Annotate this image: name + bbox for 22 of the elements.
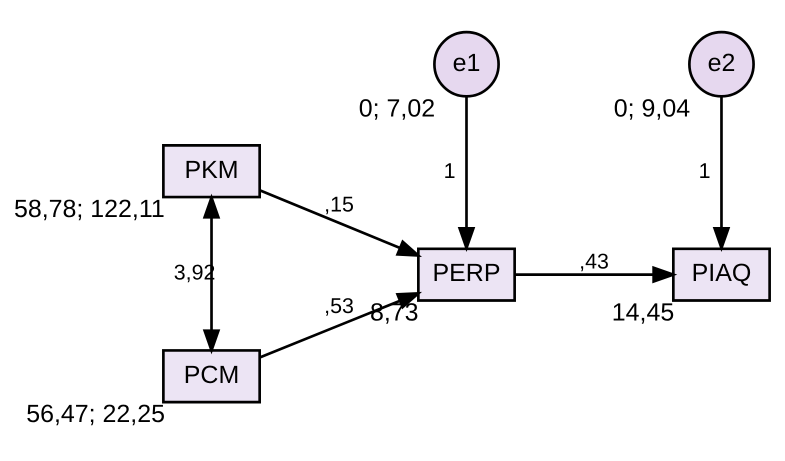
edge-label: ,15 — [324, 192, 354, 217]
node-label: 56,47; 22,25 — [26, 400, 165, 428]
node-label: 58,78; 122,11 — [14, 195, 165, 224]
arrow — [260, 292, 422, 359]
edge-label: ,53 — [324, 294, 354, 318]
node-label: 14,45 — [612, 298, 674, 326]
arrow — [202, 194, 220, 354]
arrow — [260, 189, 422, 258]
node-box: PIAQ — [672, 247, 771, 302]
node-circle: e2 — [688, 30, 755, 98]
node-label: 0; 9,04 — [614, 94, 690, 122]
edge-label: 1 — [698, 159, 710, 184]
edge-label: ,43 — [579, 250, 609, 274]
node-circle: e1 — [433, 30, 500, 98]
arrow — [458, 96, 476, 252]
node-box: PKM — [162, 144, 261, 198]
node-box: PERP — [417, 247, 516, 302]
edge-label: 1 — [444, 159, 456, 184]
node-label: 0; 7,02 — [358, 94, 436, 122]
node-box: PCM — [162, 349, 261, 404]
arrow — [712, 96, 730, 252]
arrow — [514, 266, 678, 284]
